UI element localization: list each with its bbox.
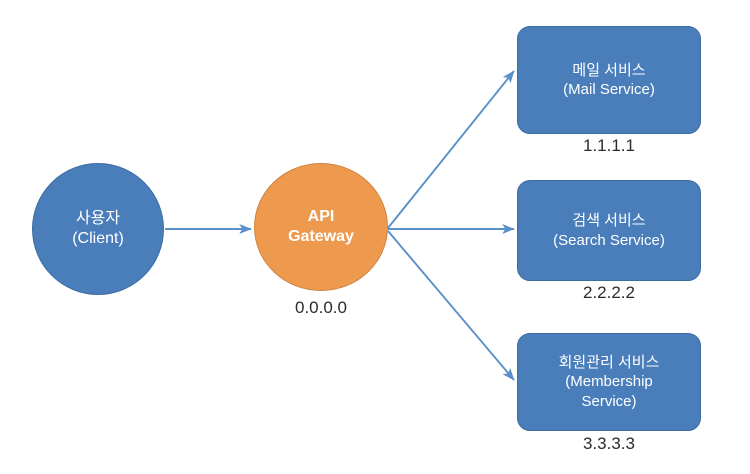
node-gateway-label-line1: API [307,208,335,226]
node-membership-label-en: (Membership [565,373,653,391]
node-membership-label-en2: Service) [581,392,637,410]
node-mail-ip-label: 1.1.1.1 [583,136,635,155]
node-membership-label-ko: 회원관리 서비스 [558,353,660,371]
node-mail-service[interactable]: 메일 서비스 (Mail Service) [517,26,701,134]
node-mail-label-en: (Mail Service) [563,81,655,98]
node-search-service[interactable]: 검색 서비스 (Search Service) [517,180,701,281]
node-gateway-ip-label: 0.0.0.0 [295,298,347,317]
node-api-gateway[interactable]: API Gateway [254,163,388,291]
node-client-label-en: (Client) [72,230,124,247]
node-client[interactable]: 사용자 (Client) [32,163,164,295]
node-membership-ip-label: 3.3.3.3 [583,434,635,453]
node-search-label-en: (Search Service) [553,231,665,249]
node-client-label-ko: 사용자 [75,210,121,228]
edge-gateway-to-membership [387,230,515,381]
node-search-ip-label: 2.2.2.2 [583,283,635,302]
node-membership-service[interactable]: 회원관리 서비스 (Membership Service) [517,333,701,431]
edge-gateway-to-mail [387,70,515,229]
node-mail-label-ko: 메일 서비스 [572,61,646,79]
node-gateway-label-line2: Gateway [288,228,354,245]
node-search-label-ko: 검색 서비스 [572,212,646,229]
